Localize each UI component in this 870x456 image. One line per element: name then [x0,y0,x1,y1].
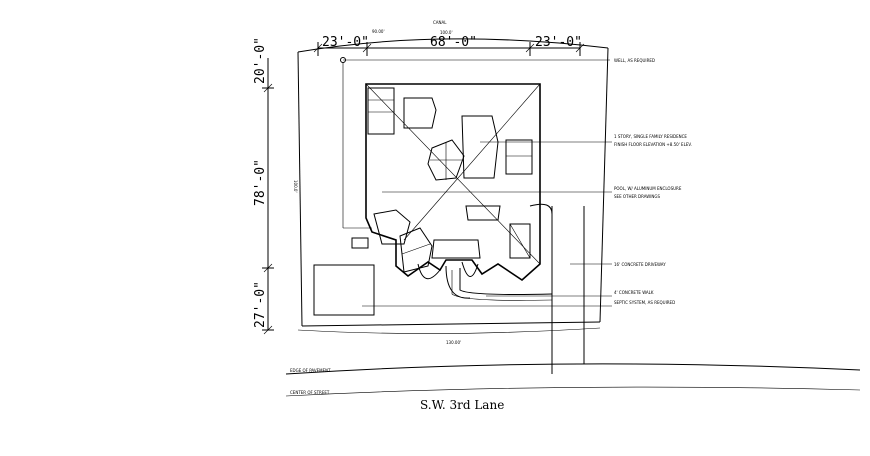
label-left-side: 100.0' [293,180,298,193]
label-top-left: 90.00' [372,29,385,34]
note-residence-1: 1 STORY, SINGLE FAMILY RESIDENCE [614,134,687,139]
equipment-pad [351,237,369,249]
label-canal: CANAL [433,20,447,25]
label-canal-length: 100.0' [440,30,453,35]
top-dimension-line [313,42,585,56]
note-residence-2: FINISH FLOOR ELEVATION +8.50' ELEV. [614,142,692,147]
dim-left-top: 20'-0" [253,37,268,84]
left-dimension-line [262,58,274,335]
note-pool-2: SEE OTHER DRAWINGS [614,194,660,199]
house-footprint [365,83,541,282]
septic-area [313,264,375,316]
label-center-of-street: CENTER OF STREET [290,390,330,395]
note-leaders [362,141,612,307]
well-marker [340,57,610,229]
dim-top-middle: 68'-0" [430,35,477,50]
dim-left-bottom: 27'-0" [253,281,268,328]
property-boundary [297,38,609,334]
driveway [529,203,585,374]
note-well: WELL, AS REQUIRED [614,58,655,63]
label-bottom: 130.00' [446,340,461,345]
note-driveway: 16' CONCRETE DRIVEWAY [614,262,666,267]
note-septic: SEPTIC SYSTEM, AS REQUIRED [614,300,675,305]
street-name: S.W. 3rd Lane [420,398,504,412]
road-lines [285,363,861,397]
walkway [451,268,553,301]
dim-top-right: 23'-0" [535,35,582,50]
note-sidewalk: 4' CONCRETE WALK [614,290,654,295]
dim-left-middle: 78'-0" [253,159,268,206]
label-edge-of-pavement: EDGE OF PAVEMENT [290,368,331,373]
note-pool: POOL, W/ ALUMINUM ENCLOSURE [614,186,682,191]
dim-top-left: 23'-0" [322,35,369,50]
